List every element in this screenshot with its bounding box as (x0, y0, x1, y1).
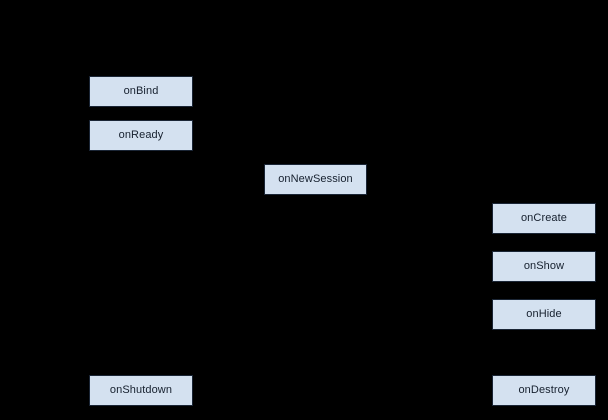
node-label-on-bind: onBind (123, 85, 159, 97)
node-on-destroy[interactable]: onDestroy (492, 375, 596, 406)
node-on-bind[interactable]: onBind (89, 76, 193, 107)
node-label-on-ready: onReady (118, 129, 164, 141)
node-label-on-shutdown: onShutdown (109, 384, 173, 396)
node-label-on-destroy: onDestroy (518, 384, 570, 396)
node-label-on-hide: onHide (526, 308, 562, 320)
node-on-show[interactable]: onShow (492, 251, 596, 282)
node-on-new-session[interactable]: onNewSession (264, 164, 367, 195)
node-label-on-show: onShow (523, 260, 565, 272)
node-on-ready[interactable]: onReady (89, 120, 193, 151)
node-label-on-create: onCreate (520, 212, 568, 224)
node-on-hide[interactable]: onHide (492, 299, 596, 330)
node-on-shutdown[interactable]: onShutdown (89, 375, 193, 406)
node-on-create[interactable]: onCreate (492, 203, 596, 234)
node-label-on-new-session: onNewSession (278, 173, 353, 185)
